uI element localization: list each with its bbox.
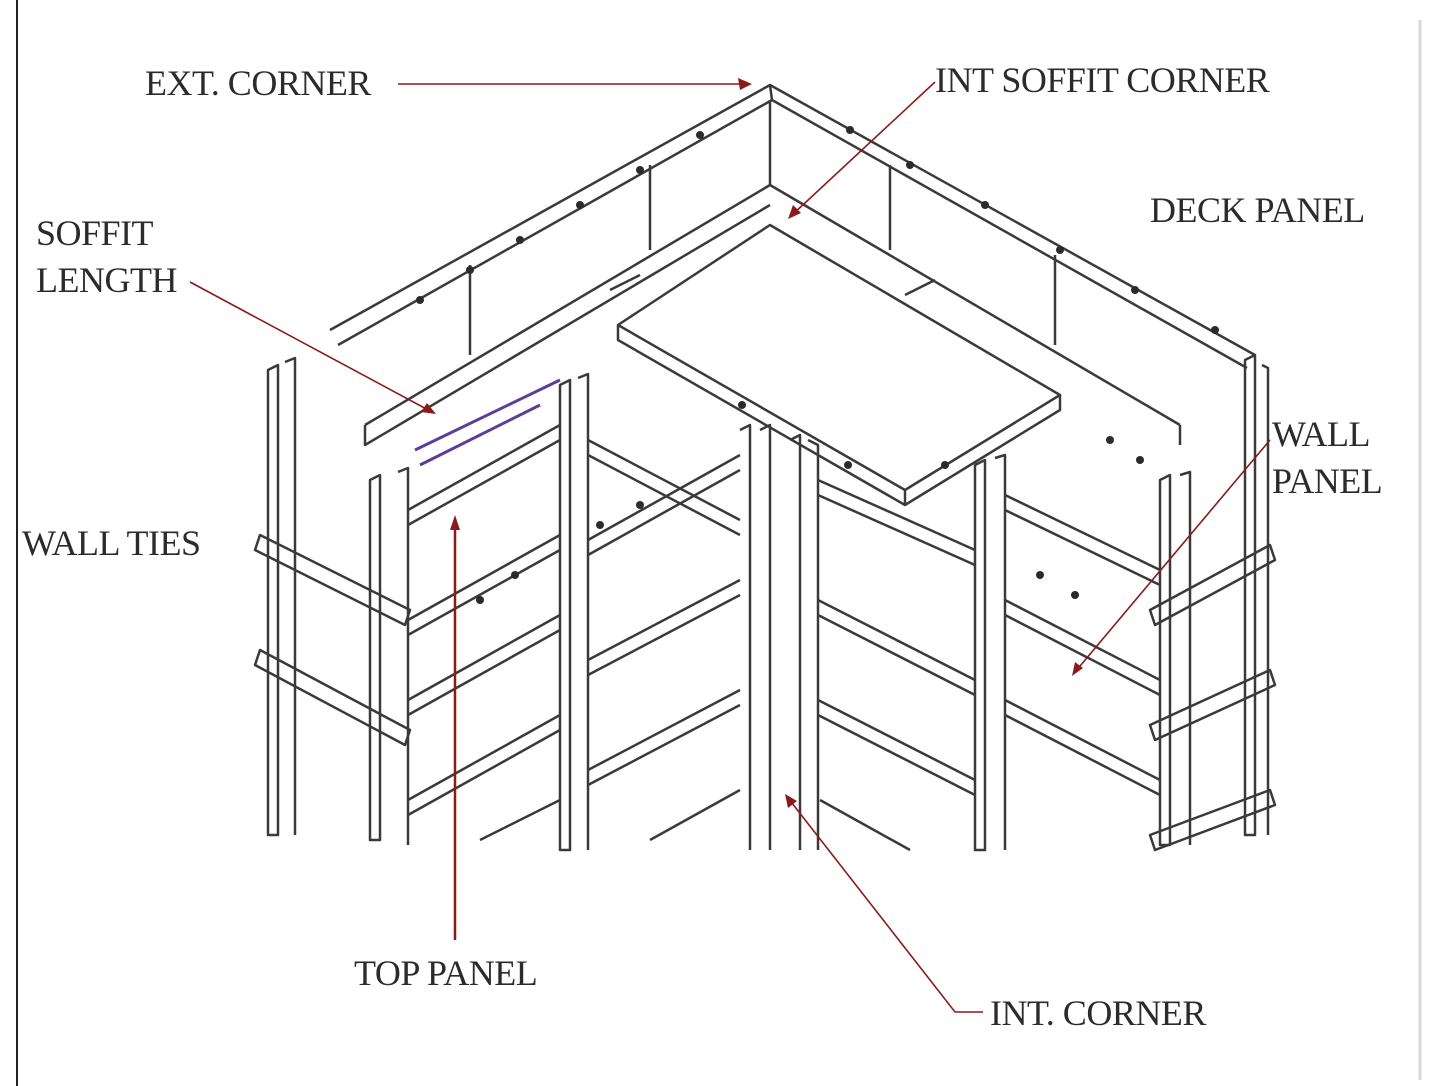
accent-strokes: [414, 378, 561, 467]
label-deck-panel: DECK PANEL: [1150, 190, 1365, 230]
bolts: [416, 126, 1219, 604]
structure: [253, 83, 1277, 852]
label-ext-corner: EXT. CORNER: [145, 63, 371, 103]
leader-wall-panel: [1074, 439, 1271, 673]
label-wall-panel-line2: PANEL: [1272, 461, 1383, 501]
label-top-panel: TOP PANEL: [354, 953, 538, 993]
label-int-corner: INT. CORNER: [990, 993, 1206, 1033]
outer-rail-bottom: [337, 98, 1248, 370]
soffit-top-edge: [364, 183, 1181, 427]
label-int-soffit-corner: INT SOFFIT CORNER: [935, 60, 1270, 100]
wall-tie: [1148, 543, 1277, 627]
leader-arrowheads: [421, 78, 1083, 808]
wall-tie: [1148, 788, 1277, 852]
wall-tie: [253, 648, 412, 747]
wall-tie: [1148, 668, 1277, 742]
leader-int-soffit-corner: [791, 81, 936, 216]
label-soffit-length-line1: SOFFIT: [36, 213, 154, 253]
label-wall-ties: WALL TIES: [22, 523, 201, 563]
leader-lines: [189, 81, 1271, 1013]
leader-soffit-length: [189, 281, 433, 413]
label-soffit-length-line2: LENGTH: [36, 260, 177, 300]
leader-int-corner: [787, 797, 983, 1013]
wall-tie: [253, 533, 412, 627]
label-wall-panel-line1: WALL: [1272, 414, 1370, 454]
